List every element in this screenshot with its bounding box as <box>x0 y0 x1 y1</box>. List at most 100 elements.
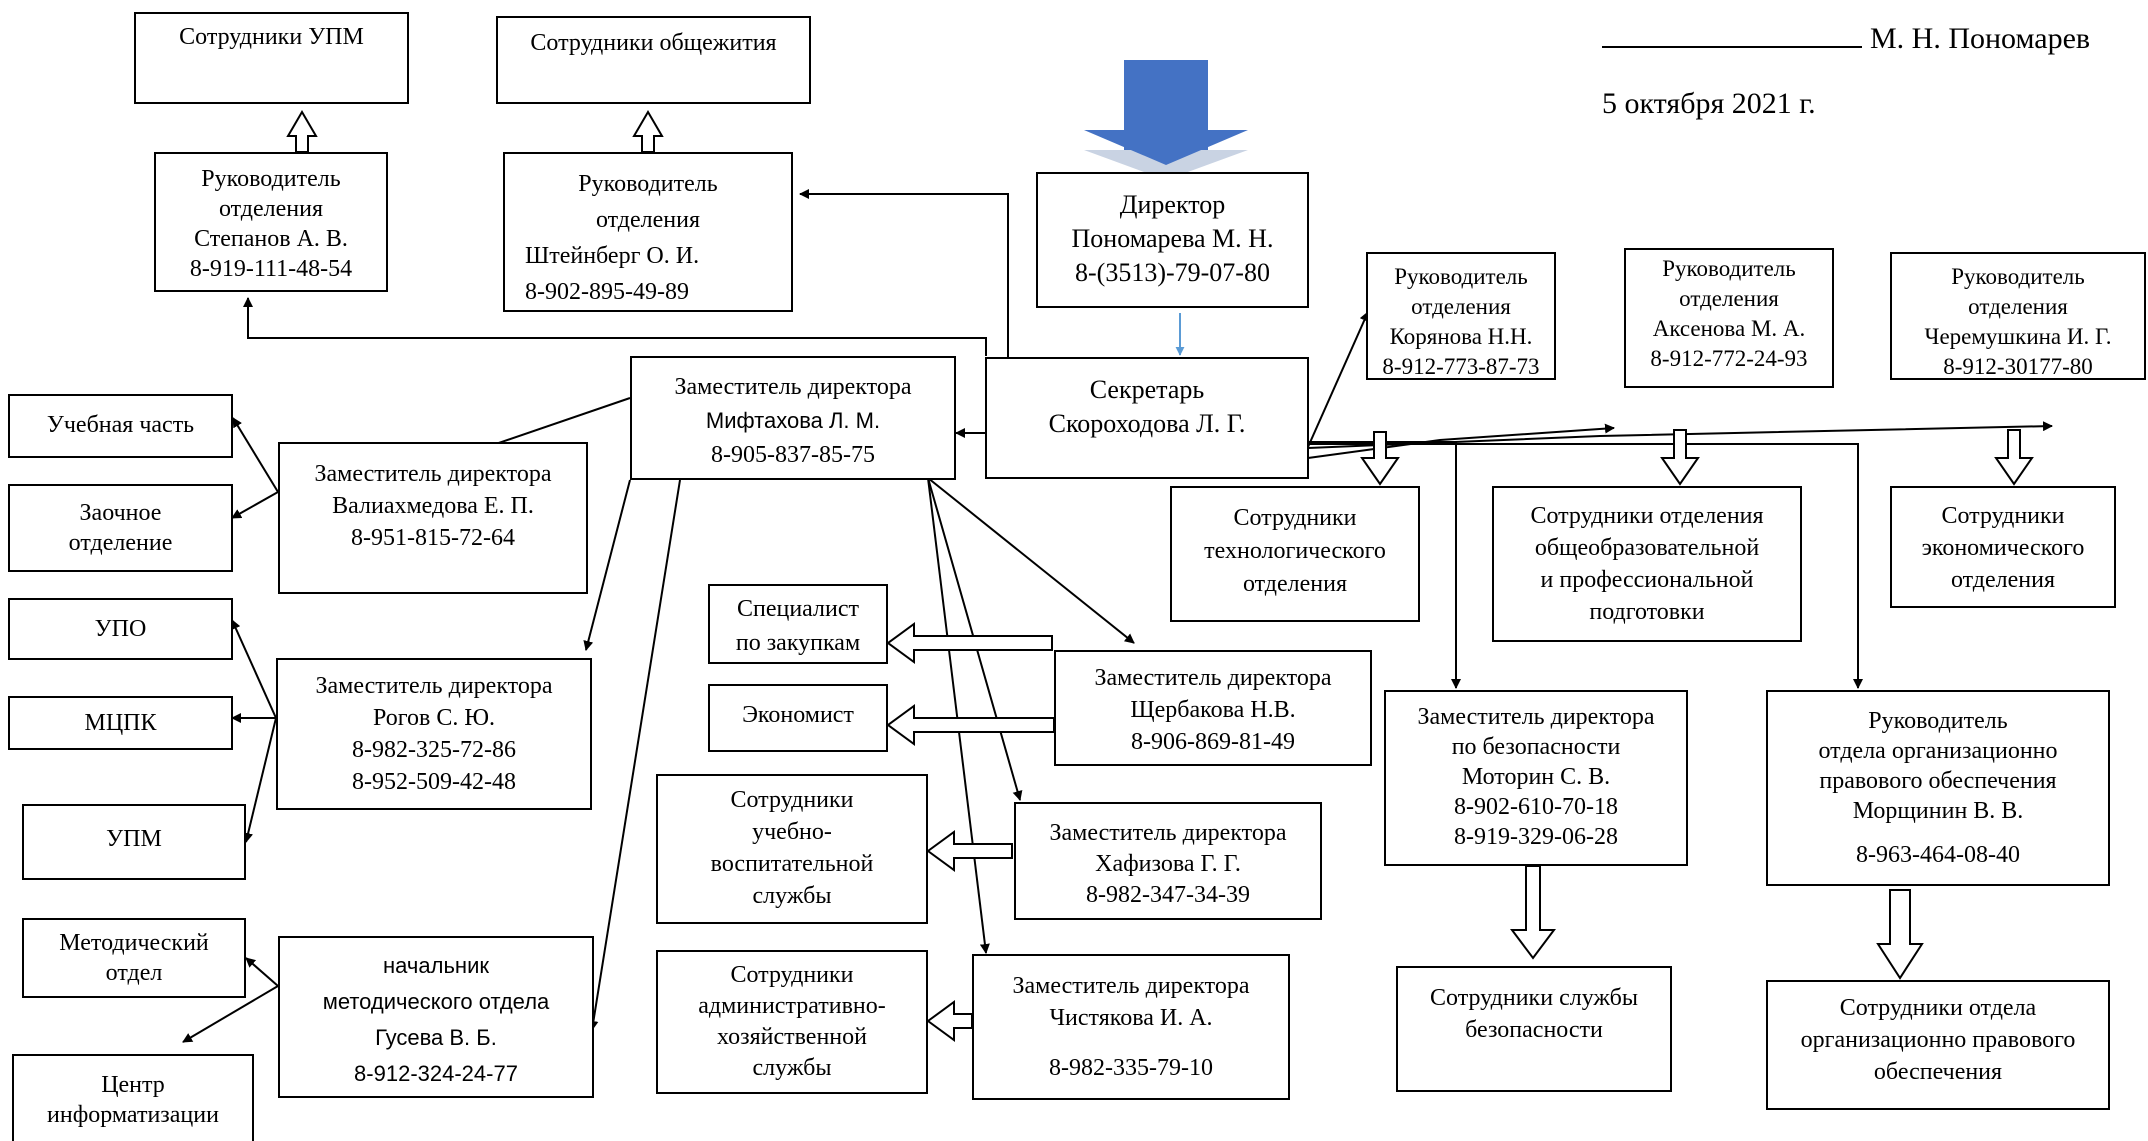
box-sotrudniki-uchebno-vospitatelnoy: Сотрудники учебно- воспитательной службы <box>656 774 928 924</box>
box-line: Заместитель директора <box>314 461 552 487</box>
box-line: Секретарь <box>1089 375 1205 404</box>
box-line: отделения <box>1968 294 2068 319</box>
box-line: учебно- <box>752 819 832 845</box>
box-sotrudniki-ekonomicheskogo: Сотрудники экономического отделения <box>1890 486 2116 608</box>
box-line: Гусева В. Б. <box>375 1025 497 1050</box>
box-line: отделения <box>1411 294 1511 319</box>
box-line: по безопасности <box>1451 734 1621 760</box>
box-rukovoditel-koryanova: Руководитель отделения Корянова Н.Н. 8-9… <box>1366 252 1556 380</box>
box-line: УПМ <box>106 826 162 852</box>
box-line: начальник <box>383 953 489 978</box>
box-line: отделения <box>1242 571 1348 597</box>
box-line: Экономист <box>742 702 854 728</box>
box-rukovoditel-stepanov: Руководитель отделения Степанов А. В. 8-… <box>154 152 388 292</box>
box-line: отделения <box>595 207 701 233</box>
box-zaochnoe-otdelenie: Заочное отделение <box>8 484 233 572</box>
box-nachalnik-guseva: начальник методического отдела Гусева В.… <box>278 936 594 1098</box>
box-line: подготовки <box>1589 599 1705 625</box>
box-line: Учебная часть <box>46 412 195 438</box>
box-line: Заместитель директора <box>315 673 553 699</box>
box-line: Сотрудники <box>1941 503 2065 529</box>
box-line: 8-(3513)-79-07-80 <box>1075 258 1270 287</box>
box-line: Руководитель <box>1868 708 2008 734</box>
box-line: отделения <box>1679 286 1779 311</box>
box-line: Щербакова Н.В. <box>1130 697 1296 723</box>
box-line: Заочное <box>79 500 162 526</box>
box-line: Специалист <box>736 596 859 622</box>
box-line: информатизации <box>47 1102 219 1128</box>
box-line: Сотрудники отдела <box>1839 995 2037 1021</box>
box-sotrudniki-obshchezhitiya: Сотрудники общежития <box>496 16 811 104</box>
box-line: МЦПК <box>84 710 157 736</box>
box-rukovoditel-morshchinin: Руководитель отдела организационно право… <box>1766 690 2110 886</box>
box-line: Заместитель директора <box>1094 665 1332 691</box>
box-line: 8-982-347-34-39 <box>1086 882 1250 908</box>
box-line: обеспечения <box>1873 1059 2003 1085</box>
box-line: Черемушкина И. Г. <box>1924 324 2112 349</box>
box-spetsialist-po-zakupkam: Специалист по закупкам <box>708 584 888 664</box>
box-line: Заместитель директора <box>1417 704 1655 730</box>
box-sotrudniki-bezopasnosti: Сотрудники службы безопасности <box>1396 966 1672 1092</box>
box-line: 8-902-610-70-18 <box>1454 794 1618 820</box>
box-uchebnaya-chast: Учебная часть <box>8 394 233 458</box>
box-line: Аксенова М. А. <box>1652 316 1806 341</box>
box-line: технологического <box>1204 538 1386 564</box>
box-zam-motorin: Заместитель директора по безопасности Мо… <box>1384 690 1688 866</box>
box-line: Сотрудники <box>730 962 854 988</box>
hollow-arrows <box>286 110 2034 1042</box>
box-line: экономического <box>1921 535 2085 561</box>
box-line: Сотрудники <box>1233 505 1357 531</box>
box-zam-miftakhova: Заместитель директора Мифтахова Л. М. 8-… <box>630 356 956 480</box>
box-line: и профессиональной <box>1540 567 1754 593</box>
box-line: Заместитель директора <box>1012 973 1250 999</box>
box-line: по закупкам <box>735 630 861 656</box>
box-line: Заместитель директора <box>674 374 912 400</box>
box-line: Руководитель <box>578 171 718 197</box>
box-line: Скороходова Л. Г. <box>1048 409 1246 438</box>
box-line: 8-963-464-08-40 <box>1856 842 2020 868</box>
box-zam-shcherbakova: Заместитель директора Щербакова Н.В. 8-9… <box>1054 650 1372 766</box>
box-line: Заместитель директора <box>1049 820 1287 846</box>
box-sotrudniki-obshcheobrazovatelnoy: Сотрудники отделения общеобразовательной… <box>1492 486 1802 642</box>
connector-lines <box>182 189 2053 1043</box>
box-zam-chistyakova: Заместитель директора Чистякова И. А. 8-… <box>972 954 1290 1100</box>
box-line: Чистякова И. А. <box>1049 1005 1213 1031</box>
box-line: 8-912-324-24-77 <box>354 1061 518 1086</box>
box-mtspk: МЦПК <box>8 696 233 750</box>
box-rukovoditel-aksenova: Руководитель отделения Аксенова М. А. 8-… <box>1624 248 1834 388</box>
box-line: Степанов А. В. <box>194 226 348 252</box>
box-line: службы <box>752 883 832 909</box>
box-line: 8-982-325-72-86 <box>352 737 516 763</box>
box-line: 8-906-869-81-49 <box>1131 729 1295 755</box>
box-ekonomist: Экономист <box>708 684 888 752</box>
box-upo: УПО <box>8 598 233 660</box>
box-sekretar: Секретарь Скороходова Л. Г. <box>985 357 1309 479</box>
box-zam-rogov: Заместитель директора Рогов С. Ю. 8-982-… <box>276 658 592 810</box>
box-line: Руководитель <box>1951 264 2085 289</box>
box-line: службы <box>752 1055 832 1081</box>
box-sotrudniki-akhs: Сотрудники административно- хозяйственно… <box>656 950 928 1094</box>
box-line: Корянова Н.Н. <box>1389 324 1533 349</box>
box-line: общеобразовательной <box>1534 535 1760 561</box>
box-sotrudniki-orgpravovogo: Сотрудники отдела организационно правово… <box>1766 980 2110 1110</box>
box-line: воспитательной <box>710 851 874 877</box>
box-sotrudniki-upm: Сотрудники УПМ <box>134 12 409 104</box>
box-line: Хафизова Г. Г. <box>1095 851 1241 877</box>
box-line: Сотрудники УПМ <box>179 24 364 50</box>
box-line: 8-919-329-06-28 <box>1454 824 1618 850</box>
box-line: УПО <box>94 616 147 642</box>
box-line: Рогов С. Ю. <box>372 705 495 731</box>
box-line: 8-912-772-24-93 <box>1650 346 1808 371</box>
box-line: организационно правового <box>1800 1027 2076 1053</box>
box-line: Руководитель <box>1662 256 1796 281</box>
box-line: 8-952-509-42-48 <box>352 769 516 795</box>
box-line: правового обеспечения <box>1819 768 2057 794</box>
box-line: хозяйственной <box>717 1024 867 1050</box>
box-line: Руководитель <box>201 166 341 192</box>
box-line: Методический <box>59 930 209 956</box>
box-line: Валиахмедова Е. П. <box>332 493 534 519</box>
box-line: Директор <box>1119 190 1226 219</box>
box-line: отделения <box>218 196 324 222</box>
box-sotrudniki-tekhnologicheskogo: Сотрудники технологического отделения <box>1170 486 1420 622</box>
box-zam-khafizova: Заместитель директора Хафизова Г. Г. 8-9… <box>1014 802 1322 920</box>
